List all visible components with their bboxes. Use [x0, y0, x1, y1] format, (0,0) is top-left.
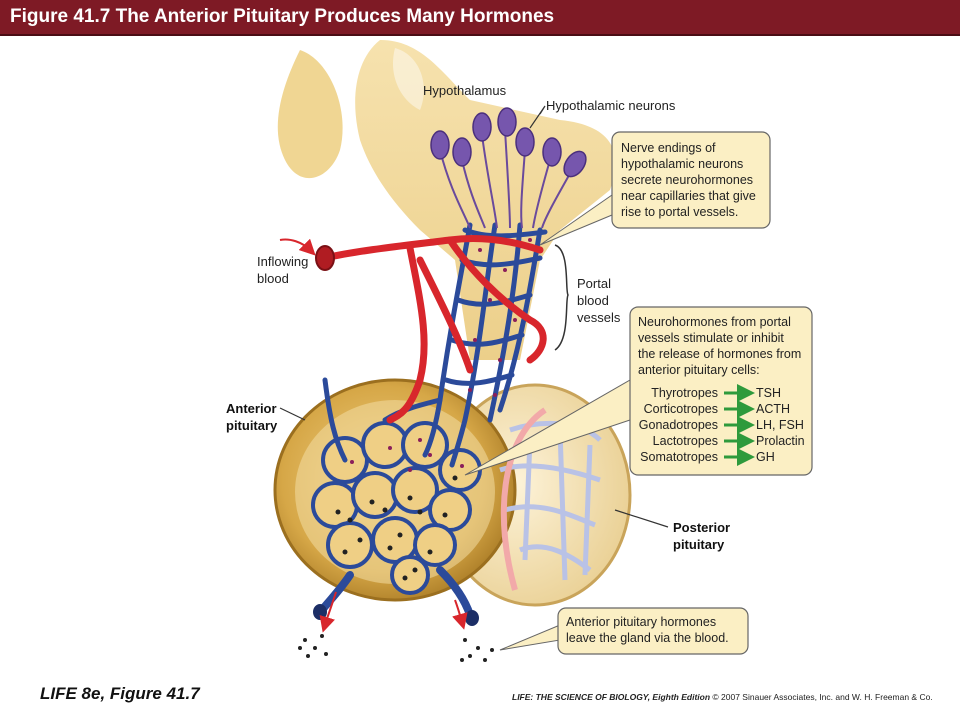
hormone-acth: ACTH: [756, 402, 790, 416]
callout1-line4: near capillaries that give: [621, 189, 756, 203]
footer-figure-ref: LIFE 8e, Figure 41.7: [40, 684, 200, 703]
posterior-artery: [500, 407, 547, 591]
callout-neurohormones: Neurohormones from portal vessels stimul…: [464, 306, 813, 476]
title-bar: Figure 41.7 The Anterior Pituitary Produ…: [0, 0, 960, 36]
label-hypothalamus: Hypothalamus: [423, 83, 507, 98]
hormone-prolactin: Prolactin: [756, 434, 805, 448]
footer-book-title: LIFE: THE SCIENCE OF BIOLOGY, Eighth Edi…: [512, 692, 711, 702]
hypothalamic-neurons: [430, 107, 587, 229]
leader-neurons: [529, 105, 546, 129]
leader-posterior: [614, 509, 669, 528]
callout3-line1: Anterior pituitary hormones: [566, 615, 716, 629]
anterior-pituitary-cells: [311, 421, 482, 595]
bracket-portal: [554, 244, 569, 351]
cell-somatotropes: Somatotropes: [640, 450, 718, 464]
leader-anterior: [279, 407, 306, 421]
inflowing-artery: [321, 235, 547, 424]
blood-outflow-dots: [298, 634, 494, 662]
cell-gonadotropes: Gonadotropes: [639, 418, 718, 432]
posterior-capillaries: [499, 420, 602, 581]
callout1-line2: hypothalamic neurons: [621, 157, 743, 171]
callout1-line1: Nerve endings of: [621, 141, 716, 155]
label-posterior: Posterior: [673, 520, 730, 535]
hormone-gh: GH: [756, 450, 775, 464]
callout3-line2: leave the gland via the blood.: [566, 631, 729, 645]
label-hypothalamic-neurons: Hypothalamic neurons: [546, 98, 676, 113]
label-portal-blood: blood: [577, 293, 609, 308]
label-anterior: Anterior: [226, 401, 277, 416]
cell-corticotropes: Corticotropes: [644, 402, 718, 416]
hormone-lh-fsh: LH, FSH: [756, 418, 804, 432]
label-inflowing: Inflowing: [257, 254, 308, 269]
hormone-table: Thyrotropes TSH Corticotropes ACTH Gonad…: [639, 384, 805, 466]
label-anterior-pituitary: pituitary: [226, 418, 278, 433]
hormone-granules: [335, 475, 458, 581]
footer-copyright: LIFE: THE SCIENCE OF BIOLOGY, Eighth Edi…: [512, 692, 933, 702]
label-portal-vessels: vessels: [577, 310, 621, 325]
callout2-line3: the release of hormones from: [638, 347, 801, 361]
footer-publisher: © 2007 Sinauer Associates, Inc. and W. H…: [712, 692, 933, 702]
inflow-arrow: [279, 238, 316, 256]
label-posterior-pituitary: pituitary: [673, 537, 725, 552]
artery-opening: [315, 245, 335, 271]
hypothalamus-tissue: [277, 40, 616, 360]
callout2-line1: Neurohormones from portal: [638, 315, 791, 329]
hormone-tsh: TSH: [756, 386, 781, 400]
figure-title: Figure 41.7 The Anterior Pituitary Produ…: [10, 6, 555, 27]
cell-thyrotropes: Thyrotropes: [651, 386, 718, 400]
neurohormone-dots: [350, 438, 464, 472]
label-blood: blood: [257, 271, 289, 286]
cell-lactotropes: Lactotropes: [653, 434, 718, 448]
stalk-capillary-dots: [468, 238, 532, 397]
label-portal: Portal: [577, 276, 611, 291]
callout2-line2: vessels stimulate or inhibit: [638, 331, 784, 345]
callout-leave-gland: Anterior pituitary hormones leave the gl…: [499, 607, 749, 655]
callout1-line3: secrete neurohormones: [621, 173, 753, 187]
callout2-line4: anterior pituitary cells:: [638, 363, 760, 377]
callout-nerve-endings: Nerve endings of hypothalamic neurons se…: [539, 131, 771, 246]
callout1-line5: rise to portal vessels.: [621, 205, 738, 219]
